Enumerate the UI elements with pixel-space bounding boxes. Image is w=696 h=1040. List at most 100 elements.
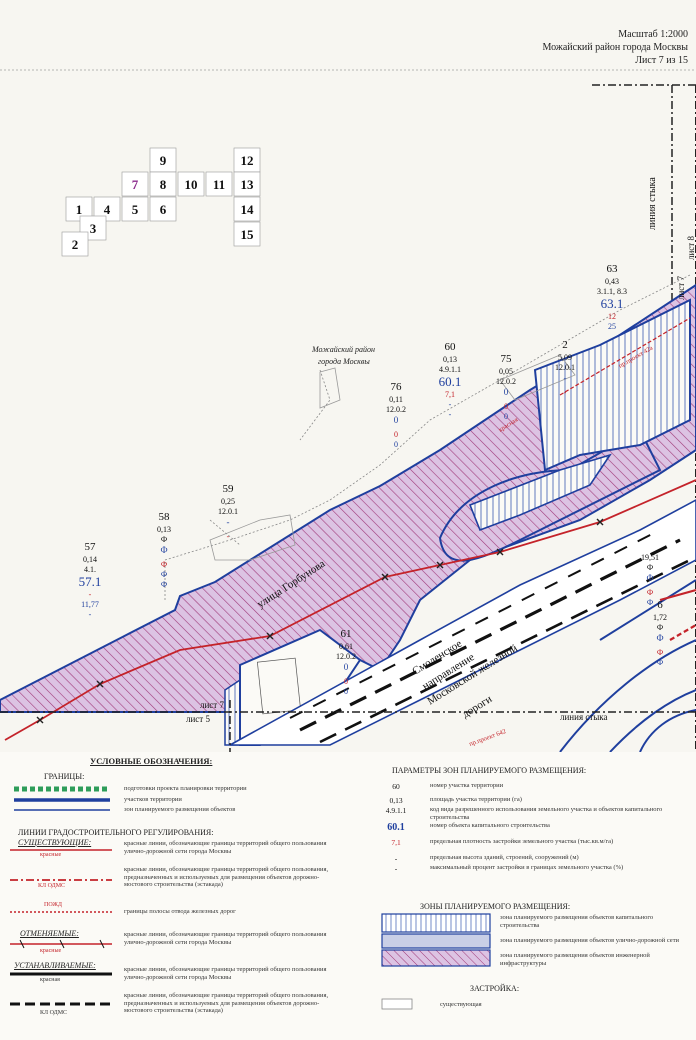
- plot-label-code: 12.0.2: [496, 377, 516, 386]
- index-cell: [121, 171, 149, 197]
- legend-title: УСЛОВНЫЕ ОБОЗНАЧЕНИЯ:: [90, 756, 213, 766]
- plot-label-area: 19,51: [641, 553, 659, 562]
- legend-zone-0: зона планируемого размещения объектов ка…: [500, 914, 654, 929]
- plot-label-obj: 0: [504, 387, 509, 397]
- plot-label-obj: 63.1: [601, 296, 624, 311]
- plot-label-d2: -: [449, 400, 452, 409]
- index-cell-number: 11: [213, 177, 225, 192]
- legend-established-0: красные линии, обозначающие границы терр…: [124, 966, 327, 981]
- legend-param-value: 60.1: [387, 822, 405, 833]
- plot-label-obj: Ф: [646, 573, 653, 583]
- plot-label-obj: -: [564, 373, 567, 383]
- plot-label-d2: 0: [504, 412, 508, 421]
- index-cell: [233, 196, 261, 222]
- index-cell-number: 9: [160, 153, 167, 168]
- index-cell-number: 12: [241, 153, 254, 168]
- legend-established-tag-1: КЛ ОДМС: [40, 1010, 68, 1016]
- map-label-railway4: дороги: [460, 693, 494, 720]
- legend-existing-0: красные линии, обозначающие границы терр…: [124, 840, 327, 855]
- legend-borders-title: ГРАНИЦЫ:: [44, 772, 85, 781]
- legend-param-value: -: [394, 864, 398, 873]
- plot-label-num: 61: [341, 628, 352, 640]
- map-label-junction: линия стыка: [560, 712, 608, 722]
- index-cell: [121, 196, 149, 222]
- plot-label-d1: 12: [608, 312, 616, 321]
- index-cell-number: 2: [72, 237, 79, 252]
- plot-label-area: 0,25: [221, 497, 235, 506]
- plot-label-obj: Ф: [160, 545, 167, 555]
- plot-label-d2: Ф: [647, 598, 653, 607]
- legend-zone-2: зона планируемого размещения объектов ин…: [500, 952, 650, 967]
- legend-param-value: 0,13: [389, 796, 403, 805]
- plot-label-d2: Ф: [657, 658, 663, 667]
- plot-label-num: 60: [445, 341, 457, 353]
- plot-label-d2: 0: [394, 440, 398, 449]
- plot-label-area: 0,14: [83, 555, 97, 564]
- plot-label-num: 59: [223, 483, 235, 495]
- plot-label-area: 0,11: [389, 395, 403, 404]
- plot-label-num: 75: [501, 353, 513, 365]
- plot-label-d1: -: [227, 532, 230, 541]
- plot-label-area: 0,13: [443, 355, 457, 364]
- plot-label-num: 76: [391, 381, 403, 393]
- plot-label-code: Ф: [657, 623, 663, 632]
- index-cell: [149, 147, 177, 173]
- red-line-established: [4, 479, 696, 741]
- district-label: Можайский район города Москвы: [542, 42, 688, 53]
- map-label-junction-vertical: линия стыка: [647, 177, 658, 230]
- plot-label-d2: 11,77: [81, 600, 99, 609]
- plot-label-area: 0,43: [605, 277, 619, 286]
- legend-param-text: номер участка территории: [430, 782, 504, 789]
- legend-established-1: красные линии, обозначающие границы терр…: [124, 992, 329, 1014]
- map-label-sheet7: лист 7: [676, 276, 686, 300]
- legend-border-2: зон планируемого размещения объектов: [124, 806, 236, 813]
- existing-buildings: [209, 354, 576, 561]
- plot-label-code: Ф: [647, 563, 653, 572]
- legend-param-text: максимальный процент застройки в граница…: [430, 864, 624, 871]
- plot-label-d1: 0: [504, 402, 508, 411]
- plot-label-code: 12.0.1: [218, 507, 238, 516]
- index-cell: [233, 171, 261, 197]
- plot-label-d2: Ф: [161, 570, 167, 579]
- plot-label-area: 0,61: [339, 642, 353, 651]
- index-cell-number: 1: [76, 202, 83, 217]
- index-cell: [149, 196, 177, 222]
- plot-label-d1: -: [89, 590, 92, 599]
- legend-param-text: предельная плотность застройки земельног…: [430, 838, 614, 845]
- legend-param-value: -: [394, 854, 398, 863]
- scale-label: Масштаб 1:2000: [618, 29, 688, 40]
- legend-border-0: подготовки проекта планировки территории: [124, 785, 247, 792]
- legend-established-title: УСТАНАВЛИВАЕМЫЕ:: [14, 961, 96, 970]
- map-label-project2: пр.проект 642: [468, 728, 507, 748]
- plot-label-d1: Ф: [647, 588, 653, 597]
- plot-label-code: 4.1.: [84, 565, 96, 574]
- legend-swatches: [10, 786, 491, 1010]
- legend-param-text: площадь участка территории (га): [430, 796, 522, 803]
- map-label-sheet8: лист 8: [686, 236, 696, 260]
- legend-lines-title: ЛИНИИ ГРАДОСТРОИТЕЛЬНОГО РЕГУЛИРОВАНИЯ:: [18, 828, 214, 837]
- sheet-header: Масштаб 1:2000 Можайский район города Мо…: [543, 28, 688, 67]
- legend-param-value: 7,1: [391, 838, 401, 847]
- legend-border-1: участков территории: [124, 796, 182, 803]
- plot-label-code: 12.0.2: [386, 405, 406, 414]
- plot-label-d1: 0: [394, 430, 398, 439]
- plot-label-d1: -: [564, 388, 567, 397]
- index-cell-number: 5: [132, 202, 139, 217]
- legend-panel: УСЛОВНЫЕ ОБОЗНАЧЕНИЯ: ГРАНИЦЫ:: [0, 752, 696, 1040]
- legend-param-text: предельная высота зданий, строений, соор…: [430, 854, 579, 861]
- index-cell-number: 13: [241, 177, 255, 192]
- index-cell: [177, 171, 205, 197]
- plot-boundaries: [164, 274, 691, 600]
- legend-existing-2: границы полосы отвода железных дорог: [124, 908, 236, 915]
- plot-label-obj: 60.1: [439, 374, 462, 389]
- plot-label-d2: 0: [344, 687, 348, 696]
- plot-label-num: 58: [159, 511, 171, 523]
- plot-label-num: 57: [85, 541, 97, 553]
- legend-zone-1: зона планируемого размещения объектов ул…: [500, 937, 680, 944]
- map-label-sheet5: лист 5: [186, 714, 210, 724]
- plot-label-d1: Ф: [657, 648, 663, 657]
- plot-label-area: 5,09: [558, 353, 572, 362]
